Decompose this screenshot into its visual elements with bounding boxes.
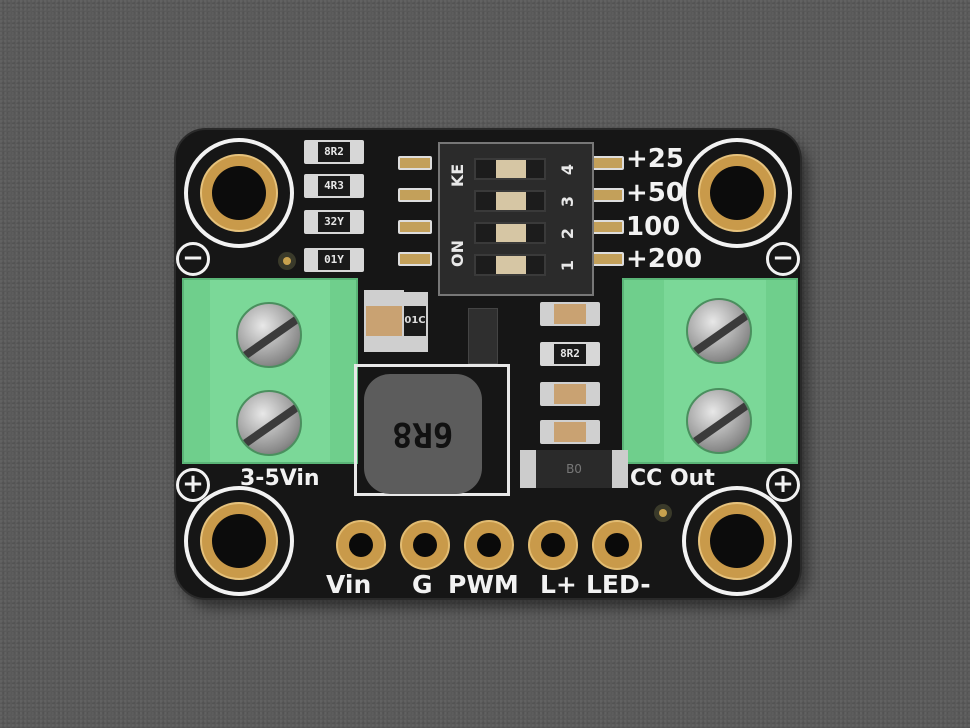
dip-switch-2[interactable] xyxy=(474,222,546,244)
pin-label: G xyxy=(412,570,433,599)
output-terminal-block[interactable] xyxy=(622,278,798,464)
solder-pad xyxy=(590,220,624,234)
pin-label: LED- xyxy=(586,570,651,599)
solder-pad xyxy=(398,156,432,170)
solder-pad xyxy=(590,188,624,202)
small-ic: 01C xyxy=(402,292,428,352)
schottky-diode: B0 xyxy=(520,450,628,488)
dip-switch[interactable]: KE ON 4 3 2 1 xyxy=(438,142,594,296)
header-pin-pwm[interactable] xyxy=(464,520,514,570)
dip-brand-label: KE xyxy=(448,163,468,188)
dip-position-label: 2 xyxy=(558,227,578,240)
capacitor xyxy=(364,290,404,352)
header-pin-vin[interactable] xyxy=(336,520,386,570)
current-option-label: 100 xyxy=(626,212,681,242)
minus-icon: − xyxy=(766,242,800,276)
plus-icon: + xyxy=(766,468,800,502)
resistor: 8R2 xyxy=(540,342,600,366)
solder-pad xyxy=(398,188,432,202)
inductor-outline xyxy=(354,364,510,496)
screw-terminal-icon[interactable] xyxy=(686,298,752,364)
dip-switch-4[interactable] xyxy=(474,158,546,180)
capacitor xyxy=(540,302,600,326)
mounting-hole-top-right xyxy=(682,138,792,248)
dip-switch-3[interactable] xyxy=(474,190,546,212)
current-option-label: +50 xyxy=(626,178,684,208)
header-pin-led-minus[interactable] xyxy=(592,520,642,570)
pin-label: PWM xyxy=(448,570,519,599)
plus-icon: + xyxy=(176,468,210,502)
inductor: 6R8 xyxy=(364,374,482,494)
screw-terminal-icon[interactable] xyxy=(236,302,302,368)
pin-label: Vin xyxy=(326,570,372,599)
dip-switch-1[interactable] xyxy=(474,254,546,276)
via xyxy=(278,252,296,270)
mounting-hole-bottom-left xyxy=(184,486,294,596)
header-pin-l-plus[interactable] xyxy=(528,520,578,570)
dip-on-label: ON xyxy=(448,240,467,267)
transistor-chip xyxy=(468,308,498,364)
solder-pad xyxy=(590,156,624,170)
capacitor xyxy=(540,420,600,444)
pin-label: L+ xyxy=(540,570,577,599)
dip-position-label: 3 xyxy=(558,195,578,208)
solder-pad xyxy=(398,220,432,234)
input-label: 3-5Vin xyxy=(240,466,320,491)
pcb-board: − − + + 8R2 4R3 32Y 01Y KE ON 4 3 2 1 xyxy=(174,128,802,600)
current-option-label: +200 xyxy=(626,244,703,274)
resistor: 4R3 xyxy=(304,174,364,198)
dip-position-label: 4 xyxy=(558,163,578,176)
input-terminal-block[interactable] xyxy=(182,278,358,464)
screw-terminal-icon[interactable] xyxy=(686,388,752,454)
header-pin-g[interactable] xyxy=(400,520,450,570)
mounting-hole-top-left xyxy=(184,138,294,248)
resistor: 01Y xyxy=(304,248,364,272)
mounting-hole-bottom-right xyxy=(682,486,792,596)
output-label: CC Out xyxy=(630,466,715,491)
resistor: 32Y xyxy=(304,210,364,234)
solder-pad xyxy=(590,252,624,266)
via xyxy=(654,504,672,522)
dip-position-label: 1 xyxy=(558,259,578,272)
resistor: 8R2 xyxy=(304,140,364,164)
current-option-label: +25 xyxy=(626,144,684,174)
screw-terminal-icon[interactable] xyxy=(236,390,302,456)
capacitor xyxy=(540,382,600,406)
minus-icon: − xyxy=(176,242,210,276)
solder-pad xyxy=(398,252,432,266)
